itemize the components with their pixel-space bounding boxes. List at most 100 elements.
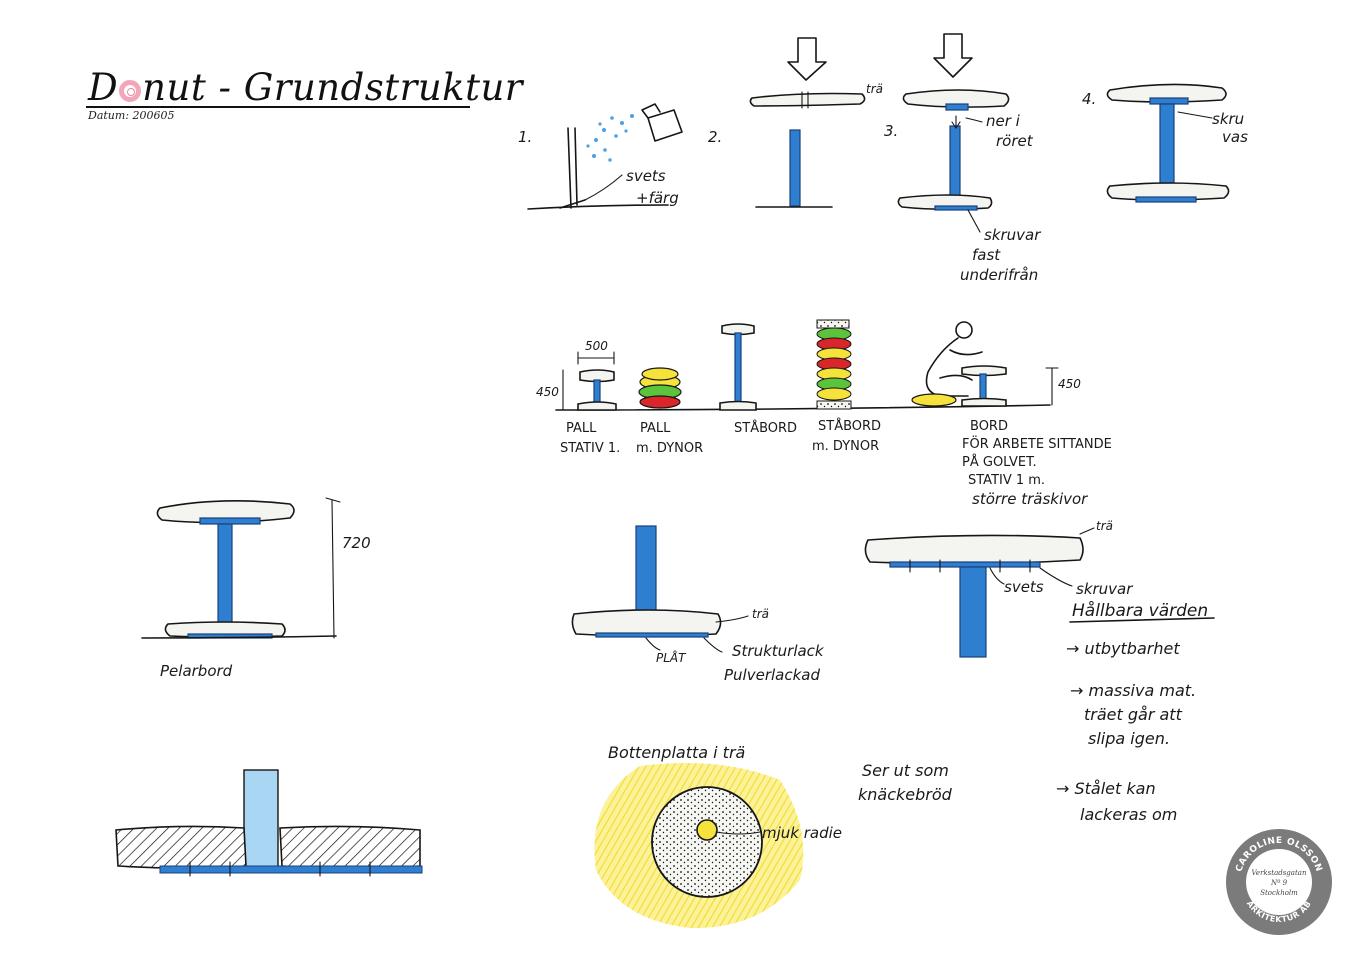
base-plate-detail: trä PLÅT Strukturlack Pulverlackad: [571, 525, 825, 684]
logo-address-c: Stockholm: [1260, 889, 1298, 897]
step-2-number: 2.: [708, 128, 722, 146]
step-1-sketch: 1. svets +färg: [518, 103, 683, 210]
step-4-pillar: [1159, 103, 1175, 189]
step-3-number: 3.: [884, 122, 898, 140]
section-wood-right: [279, 825, 421, 869]
step-2-sketch: 2. trä: [708, 37, 883, 208]
section-steel-plate: [159, 865, 423, 874]
step-3-note-fixed: fast: [972, 246, 1001, 264]
step-4-note-a: skru: [1212, 110, 1244, 128]
donut-ring-icon: [119, 80, 142, 102]
logo-ring-text: CAROLINE OLSSON ARKITEKTUR AB: [1234, 836, 1323, 924]
values-item-2b: träet går att: [1084, 705, 1183, 724]
step-3-note-below: underifrån: [960, 266, 1038, 284]
section-pillar: [243, 769, 279, 871]
label-bord-2: FÖR ARBETE SITTANDE: [962, 435, 1112, 452]
step-3-note-down: ner i: [986, 112, 1021, 130]
values-item-3b: lackeras om: [1080, 805, 1177, 824]
values-item-2c: slipa igen.: [1088, 729, 1170, 748]
svg-text:ARKITEKTUR AB: ARKITEKTUR AB: [1245, 899, 1313, 924]
label-m-dynor-2: m. DYNOR: [812, 439, 879, 454]
down-arrow-icon: [933, 33, 973, 78]
top-detail-wood: [864, 534, 1084, 565]
label-bord-3: PÅ GOLVET.: [962, 454, 1037, 470]
top-detail-weld-label: svets: [1004, 578, 1044, 596]
label-bord-4: STATIV 1 m.: [968, 473, 1045, 488]
step-1-ground: [527, 204, 669, 210]
values-heading: Hållbara värden: [1072, 600, 1208, 621]
section-wood-left: [115, 825, 247, 869]
step-4-sketch: 4. skru vas: [1082, 83, 1248, 203]
donut-look-a: Ser ut som: [862, 761, 949, 780]
base-section-detail: [115, 769, 423, 877]
step-4-wood-base: [1106, 182, 1230, 201]
base-detail-finish-b: Pulverlackad: [724, 666, 820, 684]
dim-450-left: 450: [536, 385, 559, 399]
seated-person-sketch: [911, 321, 983, 407]
step-1-number: 1.: [518, 128, 532, 146]
sustainability-notes: Hållbara värden → utbytbarhet → massiva …: [1056, 600, 1215, 824]
donut-radius-note: mjuk radie: [762, 824, 842, 842]
step-1-note-paint: +färg: [636, 189, 679, 207]
pillar-table-column: [217, 523, 233, 625]
title-rest: nut - Grundstruktur: [142, 66, 523, 109]
furniture-lineup: 500 450 PALL STATIV 1. PALL m. DYNOR STÅ…: [536, 319, 1112, 508]
base-detail-wood: [571, 609, 722, 637]
top-detail-wood-label: trä: [1096, 519, 1113, 533]
pillar-table-elevation: 720 Pelarbord: [141, 497, 371, 680]
step-1-post: [567, 127, 578, 209]
label-stabord-2: STÅBORD: [818, 418, 881, 434]
logo-address-a: Verkstadsgatan: [1251, 869, 1307, 877]
label-stabord: STÅBORD: [734, 420, 797, 436]
step-4-note-b: vas: [1222, 128, 1248, 146]
logo-inner-disc: [1246, 849, 1312, 915]
pillar-table-label: Pelarbord: [160, 662, 233, 680]
down-arrow-icon: [787, 37, 827, 81]
step-3-note-screws: skruvar: [984, 226, 1041, 244]
pillar-table-height: 720: [342, 534, 371, 552]
label-stativ: STATIV 1.: [560, 441, 620, 456]
step-4-wood-top: [1106, 83, 1227, 103]
standing-table-top: [721, 323, 755, 336]
dim-450-right: 450: [1058, 377, 1081, 391]
base-detail-finish-a: Strukturlack: [732, 642, 825, 660]
values-item-2a: → massiva mat.: [1070, 681, 1196, 700]
title-letter-d: D: [88, 66, 119, 109]
step-3-wood-top: [902, 89, 1010, 108]
label-bord-5: större träskivor: [972, 490, 1088, 508]
step-1-note-weld: svets: [626, 167, 666, 185]
spray-can-icon: [641, 103, 683, 142]
step-3-pillar: [949, 125, 961, 197]
low-table-top: [961, 365, 1007, 377]
step-2-note-wood: trä: [866, 82, 883, 96]
top-detail-screws-label: skruvar: [1076, 580, 1133, 598]
pillar-table-base: [164, 621, 286, 638]
top-detail-pillar: [959, 566, 987, 658]
top-joint-detail: trä svets skruvar: [864, 519, 1133, 658]
dim-500: 500: [585, 339, 608, 353]
step-3-sketch: 3. ner i röret skruvar fast underifrån: [884, 33, 1041, 284]
logo-address-b: Nº 9: [1270, 879, 1288, 887]
svg-text:CAROLINE OLSSON: CAROLINE OLSSON: [1234, 836, 1323, 873]
stool-with-cushions: [638, 367, 682, 409]
stool-top: [579, 369, 615, 383]
label-bord: BORD: [970, 419, 1008, 434]
standing-table-with-cushions: [816, 319, 852, 410]
label-m-dynor: m. DYNOR: [636, 441, 703, 456]
step-4-number: 4.: [1082, 90, 1096, 108]
architect-logo-stamp: CAROLINE OLSSON ARKITEKTUR AB Verkstadsg…: [1226, 829, 1332, 935]
label-pall-2: PALL: [640, 421, 671, 436]
values-item-1: → utbytbarhet: [1066, 639, 1180, 658]
step-3-note-tube: röret: [996, 132, 1034, 150]
pillar-table-top: [156, 500, 295, 524]
height-dimension-line: [325, 497, 341, 639]
donut-center-hole: [696, 819, 718, 841]
logo-bottom-text: ARKITEKTUR AB: [1245, 899, 1313, 924]
donut-look-b: knäckebröd: [858, 785, 953, 804]
title-underline: [86, 106, 470, 108]
logo-top-text: CAROLINE OLSSON: [1234, 836, 1323, 873]
date-label: Datum: 200605: [88, 109, 175, 122]
label-pall: PALL: [566, 421, 597, 436]
